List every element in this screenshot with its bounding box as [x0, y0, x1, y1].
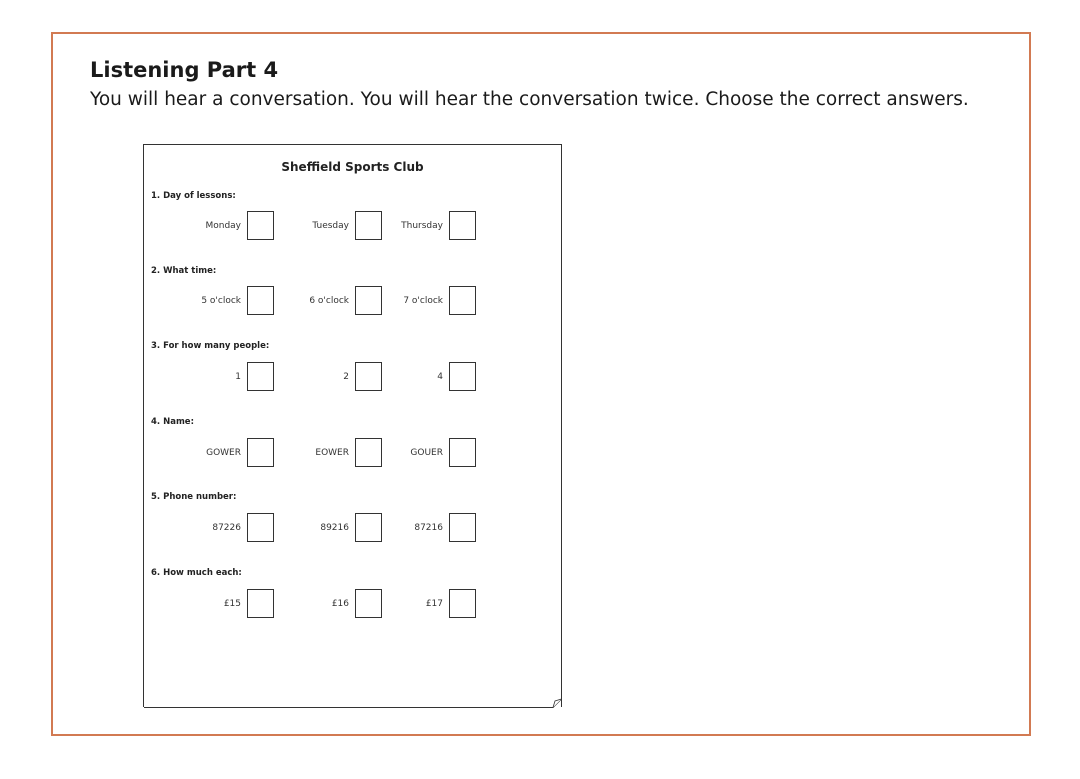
question-3-label: 3. For how many people: [151, 341, 270, 351]
option-label: GOWER [206, 448, 241, 458]
option-label: 7 o'clock [403, 296, 443, 306]
question-6-option-2[interactable]: £16 [304, 589, 382, 621]
question-2-option-3[interactable]: 7 o'clock [394, 286, 476, 318]
option-label: 1 [235, 372, 241, 382]
question-4-option-3[interactable]: GOUER [394, 438, 476, 470]
sheet-bottom-edge [144, 707, 553, 708]
question-3-option-2[interactable]: 2 [304, 362, 382, 394]
checkbox[interactable] [247, 438, 274, 467]
question-3-option-1[interactable]: 1 [204, 362, 274, 394]
sheet-title: Sheffield Sports Club [281, 160, 424, 174]
checkbox[interactable] [449, 286, 476, 315]
checkbox[interactable] [355, 362, 382, 391]
exercise-frame: Listening Part 4 You will hear a convers… [51, 32, 1031, 736]
question-1-label: 1. Day of lessons: [151, 191, 236, 201]
question-4-option-1[interactable]: GOWER [204, 438, 274, 470]
question-2-option-2[interactable]: 6 o'clock [304, 286, 382, 318]
option-label: £16 [331, 599, 349, 609]
question-4-option-2[interactable]: EOWER [304, 438, 382, 470]
checkbox[interactable] [355, 438, 382, 467]
checkbox[interactable] [355, 286, 382, 315]
checkbox[interactable] [449, 362, 476, 391]
question-1-option-1[interactable]: Monday [204, 211, 274, 243]
option-label: 87216 [414, 523, 443, 533]
question-6-option-1[interactable]: £15 [204, 589, 274, 621]
checkbox[interactable] [247, 513, 274, 542]
question-5-option-1[interactable]: 87226 [204, 513, 274, 545]
option-label: Tuesday [312, 221, 349, 231]
question-5-option-2[interactable]: 89216 [304, 513, 382, 545]
checkbox[interactable] [449, 513, 476, 542]
option-label: Monday [205, 221, 241, 231]
option-label: 5 o'clock [201, 296, 241, 306]
checkbox[interactable] [247, 211, 274, 240]
checkbox[interactable] [247, 589, 274, 618]
checkbox[interactable] [247, 362, 274, 391]
option-label: 4 [437, 372, 443, 382]
page-curl-icon [552, 696, 562, 708]
checkbox[interactable] [449, 438, 476, 467]
option-label: EOWER [315, 448, 349, 458]
option-label: 87226 [212, 523, 241, 533]
question-1-option-2[interactable]: Tuesday [304, 211, 382, 243]
option-label: 6 o'clock [309, 296, 349, 306]
checkbox[interactable] [355, 211, 382, 240]
option-label: £17 [425, 599, 443, 609]
checkbox[interactable] [355, 513, 382, 542]
option-label: £15 [223, 599, 241, 609]
checkbox[interactable] [355, 589, 382, 618]
question-6-option-3[interactable]: £17 [394, 589, 476, 621]
option-label: Thursday [401, 221, 443, 231]
question-4-label: 4. Name: [151, 417, 194, 427]
exercise-title: Listening Part 4 [90, 58, 279, 82]
checkbox[interactable] [449, 589, 476, 618]
checkbox[interactable] [449, 211, 476, 240]
option-label: GOUER [410, 448, 443, 458]
question-5-option-3[interactable]: 87216 [394, 513, 476, 545]
question-2-label: 2. What time: [151, 266, 217, 276]
option-label: 89216 [320, 523, 349, 533]
checkbox[interactable] [247, 286, 274, 315]
question-2-option-1[interactable]: 5 o'clock [201, 286, 274, 318]
question-1-option-3[interactable]: Thursday [394, 211, 476, 243]
answer-sheet: Sheffield Sports Club 1. Day of lessons:… [143, 144, 562, 708]
question-5-label: 5. Phone number: [151, 492, 237, 502]
question-6-label: 6. How much each: [151, 568, 242, 578]
exercise-instructions: You will hear a conversation. You will h… [90, 89, 969, 110]
question-3-option-3[interactable]: 4 [394, 362, 476, 394]
option-label: 2 [343, 372, 349, 382]
